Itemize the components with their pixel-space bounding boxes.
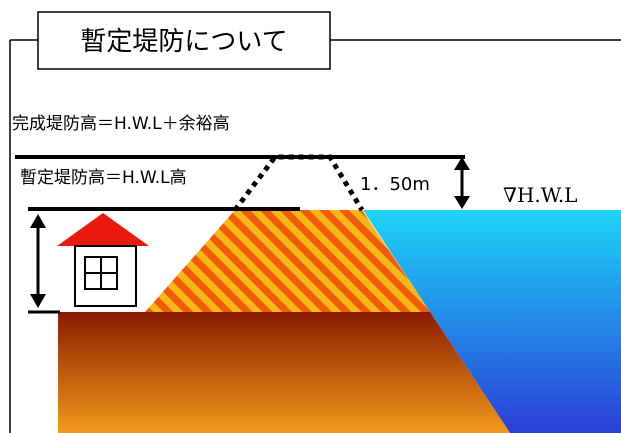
completed-levee-dotted-outline <box>233 154 365 212</box>
house-icon <box>57 213 149 307</box>
completed-levee-height-label: 完成堤防高＝H.W.L＋余裕高 <box>12 114 230 134</box>
provisional-levee-hatched <box>145 210 430 312</box>
freeboard-arrow <box>454 157 470 209</box>
hwl-label: ∇H.W.L <box>503 183 577 207</box>
house-roof <box>57 213 149 246</box>
title-box-border <box>37 11 331 70</box>
frame <box>9 39 621 433</box>
house-height-arrow <box>30 214 46 308</box>
freeboard-label: 1．50m <box>360 174 430 195</box>
river-water <box>363 210 621 433</box>
provisional-levee-height-label: 暫定堤防高＝H.W.L高 <box>20 168 187 188</box>
page-title: 暫定堤防について <box>80 27 287 57</box>
title-box: 暫定堤防について <box>37 11 331 70</box>
levee-ground-body <box>58 312 510 433</box>
